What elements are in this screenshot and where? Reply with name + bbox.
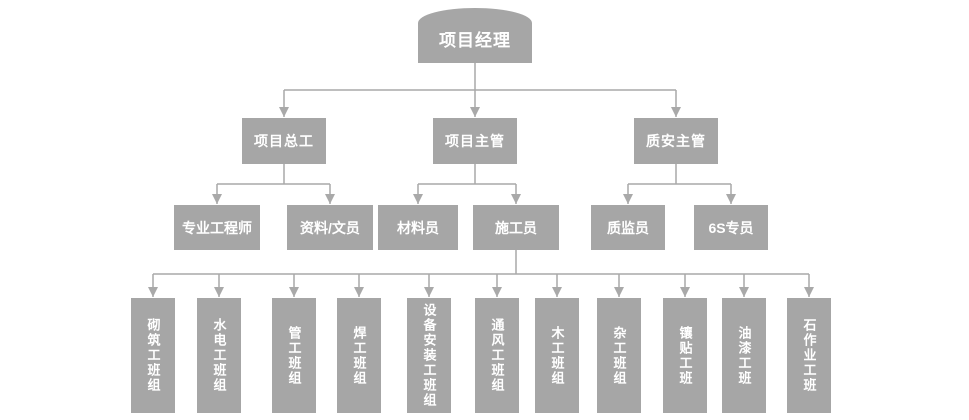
node-quality-inspector: 质监员	[591, 205, 665, 250]
node-label: 项目主管	[445, 133, 505, 149]
node-label: 专业工程师	[182, 219, 252, 236]
node-label: 焊工班组	[351, 325, 367, 386]
node-professional-engineer: 专业工程师	[174, 205, 260, 250]
node-team-stonework: 石作业工班	[787, 298, 831, 413]
node-label: 项目经理	[439, 31, 511, 50]
node-label: 6S专员	[708, 219, 754, 236]
node-label: 管工班组	[286, 325, 302, 386]
node-label: 石作业工班	[801, 318, 817, 393]
node-label: 通风工班组	[489, 318, 505, 393]
node-label: 砌筑工班组	[145, 318, 161, 393]
node-label: 材料员	[397, 219, 439, 236]
node-team-pipe: 管工班组	[272, 298, 316, 413]
node-label: 杂工班组	[611, 325, 627, 386]
node-label: 项目总工	[254, 133, 314, 149]
node-6s-specialist: 6S专员	[694, 205, 768, 250]
node-team-painting: 油漆工班	[722, 298, 766, 413]
node-label: 水电工班组	[211, 318, 227, 393]
node-label: 施工员	[495, 219, 537, 236]
node-team-ventilation: 通风工班组	[475, 298, 519, 413]
node-project-manager: 项目经理	[418, 8, 532, 63]
node-label: 设备安装工班组	[421, 303, 437, 408]
node-team-welding: 焊工班组	[337, 298, 381, 413]
node-label: 质监员	[607, 219, 649, 236]
node-label: 质安主管	[646, 133, 706, 149]
node-label: 资料/文员	[300, 219, 360, 236]
node-team-plumbing-electrical: 水电工班组	[197, 298, 241, 413]
node-material-staff: 材料员	[378, 205, 458, 250]
node-project-chief-engineer: 项目总工	[242, 118, 326, 164]
node-team-carpentry: 木工班组	[535, 298, 579, 413]
node-label: 镶贴工班	[677, 325, 693, 386]
node-construction-worker: 施工员	[473, 205, 559, 250]
node-document-clerk: 资料/文员	[287, 205, 373, 250]
node-team-general-labor: 杂工班组	[597, 298, 641, 413]
node-team-equipment-installation: 设备安装工班组	[407, 298, 451, 413]
node-team-tiling: 镶贴工班	[663, 298, 707, 413]
node-team-masonry: 砌筑工班组	[131, 298, 175, 413]
node-quality-safety-supervisor: 质安主管	[634, 118, 718, 164]
node-label: 油漆工班	[736, 325, 752, 386]
node-project-supervisor: 项目主管	[433, 118, 517, 164]
node-label: 木工班组	[549, 325, 565, 386]
